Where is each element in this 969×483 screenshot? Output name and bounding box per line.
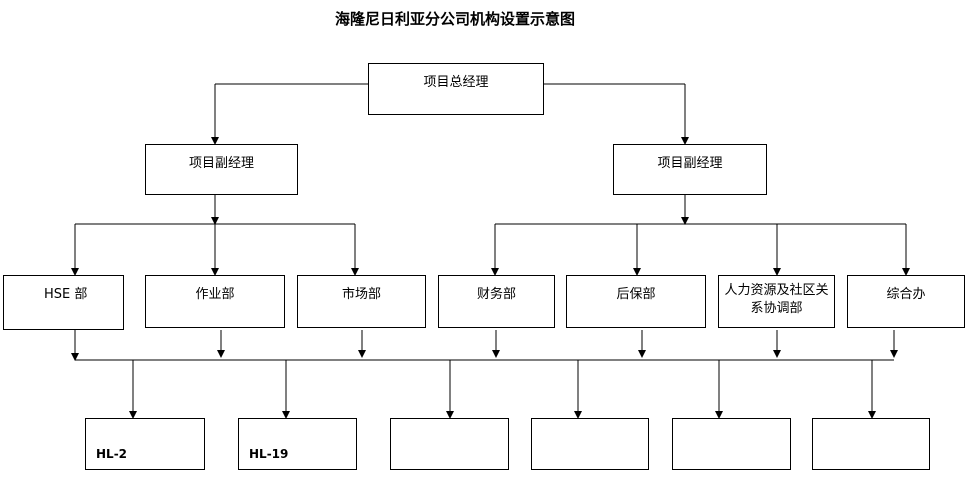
general-manager-label: 项目总经理 [423, 75, 489, 90]
team-box-2: HL-19 [238, 418, 357, 470]
department-label: 财务部 [476, 287, 516, 302]
general-manager-box: 项目总经理 [368, 63, 544, 115]
team-box-6 [812, 418, 930, 470]
department-label: 人力资源及社区关系协调部 [724, 283, 829, 316]
team-label: HL-19 [249, 447, 289, 461]
deputy-manager-label: 项目副经理 [188, 156, 254, 171]
deputy-manager-box-left: 项目副经理 [145, 144, 298, 195]
department-label: 市场部 [341, 287, 381, 302]
team-box-5 [672, 418, 791, 470]
team-box-3 [390, 418, 509, 470]
department-label: 作业部 [195, 287, 235, 302]
department-label: 后保部 [616, 287, 656, 302]
department-label: HSE 部 [44, 287, 88, 302]
department-box-hse: HSE 部 [3, 275, 124, 330]
team-box-4 [531, 418, 649, 470]
department-box-operations: 作业部 [145, 275, 285, 328]
team-box-1: HL-2 [85, 418, 205, 470]
team-label: HL-2 [96, 447, 128, 461]
deputy-manager-box-right: 项目副经理 [613, 144, 767, 195]
department-label: 综合办 [886, 287, 926, 302]
department-box-finance: 财务部 [438, 275, 555, 328]
deputy-manager-label: 项目副经理 [657, 156, 723, 171]
department-box-admin-office: 综合办 [847, 275, 965, 328]
department-box-logistics: 后保部 [566, 275, 706, 328]
department-box-hr-community: 人力资源及社区关系协调部 [718, 275, 835, 328]
department-box-market: 市场部 [297, 275, 426, 328]
diagram-title: 海隆尼日利亚分公司机构设置示意图 [334, 10, 575, 28]
